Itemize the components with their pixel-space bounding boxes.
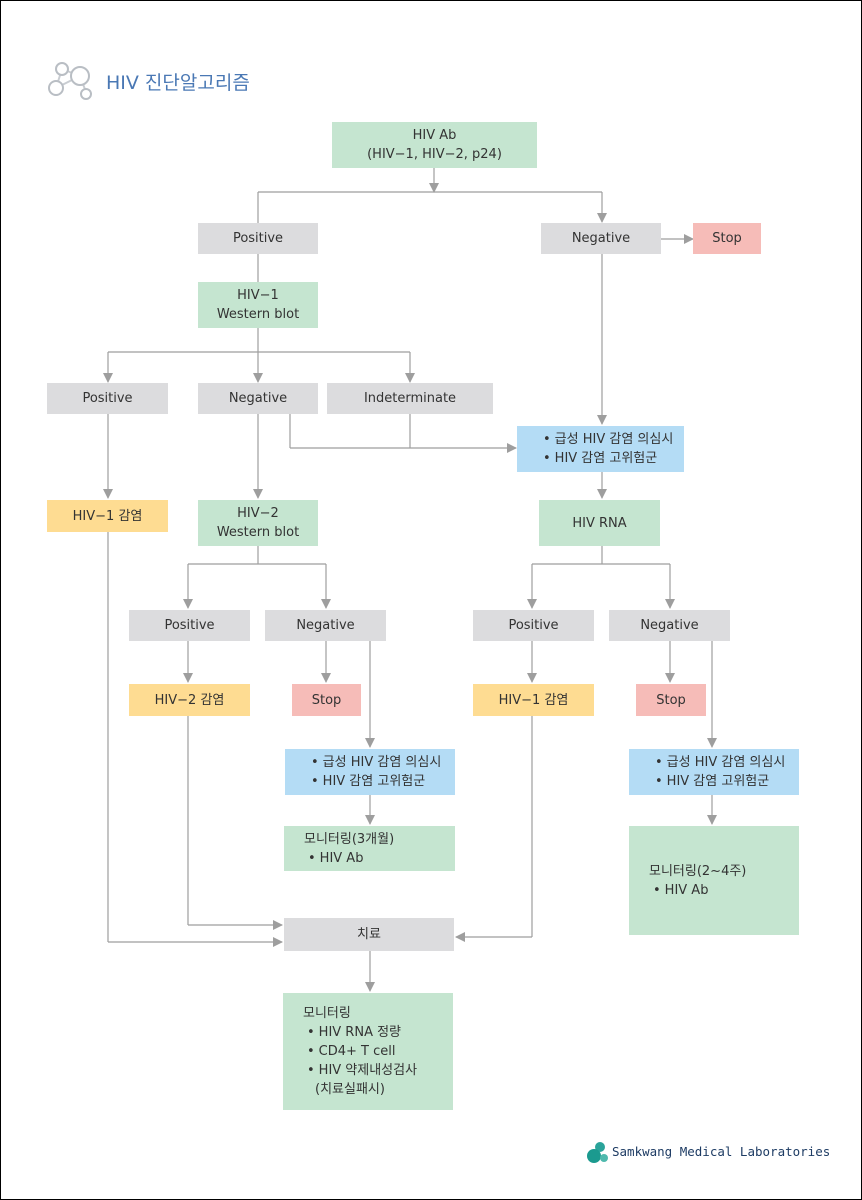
node-line: HIV RNA 정량 xyxy=(303,1023,401,1042)
node-line: HIV−2 xyxy=(237,506,279,521)
hiv1-infection-node-1: HIV−1 감염 xyxy=(47,500,168,532)
hiv-rna-node: HIV RNA xyxy=(539,500,660,546)
node-label: HIV RNA xyxy=(572,515,627,531)
node-line: HIV 감염 고위험군 xyxy=(539,449,658,468)
node-label: Stop xyxy=(656,692,686,708)
node-label: HIV−2 감염 xyxy=(154,692,225,708)
negative-node-3: Negative xyxy=(265,610,386,641)
node-label: Negative xyxy=(640,618,699,633)
positive-node-4: Positive xyxy=(473,610,594,641)
node-label: Positive xyxy=(232,231,284,246)
node-line: HIV 약제내성검사 xyxy=(303,1061,417,1080)
positive-node-1: Positive xyxy=(198,223,318,254)
node-line: CD4+ T cell xyxy=(303,1042,396,1061)
hiv2-western-blot-node: HIV−2 Western blot xyxy=(198,500,318,546)
positive-node-2: Positive xyxy=(47,383,168,414)
node-line: HIV 감염 고위험군 xyxy=(307,772,426,791)
stop-node-2: Stop xyxy=(292,684,361,716)
node-label: Indeterminate xyxy=(363,391,457,406)
node-title: 모니터링(2~4주) xyxy=(649,863,747,879)
node-label: Positive xyxy=(164,618,215,633)
node-label: Stop xyxy=(311,692,342,708)
monitoring-node: 모니터링 HIV RNA 정량 CD4+ T cell HIV 약제내성검사 (… xyxy=(283,993,453,1110)
node-line: HIV Ab xyxy=(412,128,457,143)
node-title: 모니터링(3개월) xyxy=(304,831,395,847)
stop-node-3: Stop xyxy=(636,684,706,716)
node-line: Western blot xyxy=(216,307,300,322)
node-label: HIV−1 감염 xyxy=(498,692,569,708)
monitoring-3-months-node: 모니터링(3개월) HIV Ab xyxy=(284,826,455,871)
node-line: HIV 감염 고위험군 xyxy=(651,772,770,791)
node-line: 급성 HIV 감염 의심시 xyxy=(539,430,674,449)
negative-node-4: Negative xyxy=(609,610,730,641)
node-label: Positive xyxy=(508,618,559,633)
monitoring-2-4-weeks-node: 모니터링(2~4주) HIV Ab xyxy=(629,826,799,935)
node-label: HIV−1 감염 xyxy=(72,508,143,524)
stop-node-1: Stop xyxy=(693,223,761,254)
samkwang-logo-icon xyxy=(587,1142,608,1163)
acute-hiv-node-2: 급성 HIV 감염 의심시 HIV 감염 고위험군 xyxy=(285,749,455,795)
node-label: Negative xyxy=(296,618,355,633)
molecule-icon xyxy=(48,62,92,100)
node-title: 모니터링 xyxy=(303,1006,351,1021)
acute-hiv-node-1: 급성 HIV 감염 의심시 HIV 감염 고위험군 xyxy=(517,426,684,472)
node-label: Positive xyxy=(82,391,133,406)
node-line: 급성 HIV 감염 의심시 xyxy=(307,753,442,772)
page-title: HIV 진단알고리즘 xyxy=(106,72,250,94)
node-line: HIV Ab xyxy=(304,849,364,868)
node-line: HIV−1 xyxy=(237,288,279,303)
node-label: Stop xyxy=(712,231,742,246)
company-name: Samkwang Medical Laboratories xyxy=(612,1144,831,1159)
node-label: 치료 xyxy=(357,927,381,942)
positive-node-3: Positive xyxy=(129,610,250,641)
hiv2-infection-node: HIV−2 감염 xyxy=(129,684,250,716)
node-line: (치료실패시) xyxy=(315,1082,385,1097)
negative-node-2: Negative xyxy=(198,383,318,414)
treatment-node: 치료 xyxy=(284,918,454,951)
hiv1-infection-node-2: HIV−1 감염 xyxy=(473,684,594,716)
hiv-ab-test-node: HIV Ab (HIV−1, HIV−2, p24) xyxy=(332,122,537,168)
node-line: 급성 HIV 감염 의심시 xyxy=(651,753,786,772)
acute-hiv-node-3: 급성 HIV 감염 의심시 HIV 감염 고위험군 xyxy=(629,749,799,795)
hiv1-western-blot-node: HIV−1 Western blot xyxy=(198,282,318,328)
node-line: Western blot xyxy=(216,525,300,540)
node-line: (HIV−1, HIV−2, p24) xyxy=(367,147,502,162)
negative-node-1: Negative xyxy=(541,223,661,254)
indeterminate-node: Indeterminate xyxy=(327,383,493,414)
node-label: Negative xyxy=(571,231,631,246)
node-line: HIV Ab xyxy=(649,881,709,900)
node-label: Negative xyxy=(228,391,288,406)
